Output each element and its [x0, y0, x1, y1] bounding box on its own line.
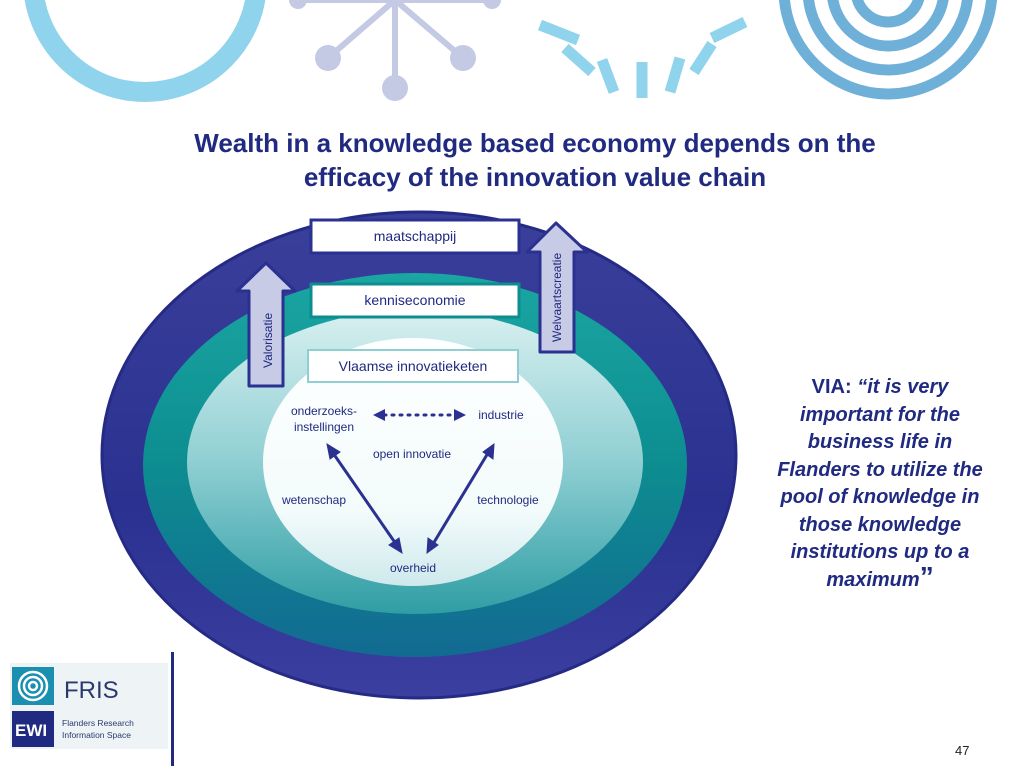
- network-icon: [289, 0, 501, 101]
- via-quote: VIA: “it is very important for the busin…: [768, 374, 992, 594]
- logo-tagline-1: Flanders Research: [62, 718, 134, 728]
- quote-open-mark: “: [857, 376, 868, 398]
- fris-wordmark: FRIS: [64, 677, 119, 704]
- right-double-arrow: [426, 442, 495, 555]
- open-innovatie-label: open innovatie: [373, 447, 451, 461]
- onderzoek-label-2: instellingen: [294, 420, 354, 434]
- technologie-label: technologie: [477, 493, 539, 507]
- ewi-wordmark: EWI: [15, 721, 47, 740]
- fris-ewi-logo: FRIS EWI Flanders Research Information S…: [10, 663, 168, 749]
- spiral-icon: [17, 670, 49, 702]
- quote-prefix: VIA:: [811, 376, 858, 398]
- title-line-2: efficacy of the innovation value chain: [303, 162, 767, 192]
- welvaartscreatie-arrow: Welvaartscreatie: [525, 221, 589, 354]
- vlaamse-box: Vlaamse innovatieketen: [307, 349, 519, 383]
- welvaartscreatie-label: Welvaartscreatie: [550, 253, 564, 342]
- industrie-label: industrie: [478, 408, 524, 422]
- quote-close-mark: ”: [919, 560, 934, 592]
- maatschappij-label: maatschappij: [374, 228, 457, 244]
- quote-text: it is very important for the business li…: [777, 376, 983, 591]
- decorative-ring: [24, 0, 266, 102]
- spiral-icon: [778, 0, 998, 100]
- ewi-logo-mark: [12, 711, 54, 747]
- sunburst-icon: [537, 17, 748, 98]
- wetenschap-label: wetenschap: [281, 493, 346, 507]
- maatschappij-box: maatschappij: [309, 218, 521, 255]
- valorisatie-label: Valorisatie: [261, 313, 275, 368]
- kenniseconomie-box: kenniseconomie: [309, 282, 521, 319]
- onderzoek-label-1: onderzoeks-: [291, 404, 357, 418]
- page-number: 47: [955, 743, 970, 758]
- logo-tagline-2: Information Space: [62, 730, 131, 740]
- left-double-arrow: [326, 442, 403, 555]
- kenniseconomie-label: kenniseconomie: [364, 292, 465, 308]
- slide-title: Wealth in a knowledge based economy depe…: [130, 126, 940, 194]
- footer-divider: [171, 652, 174, 766]
- overheid-label: overheid: [390, 561, 436, 575]
- dotted-double-arrow: [373, 409, 466, 421]
- vlaamse-label: Vlaamse innovatieketen: [339, 358, 488, 374]
- header-decoration: [24, 0, 998, 102]
- valorisatie-arrow: Valorisatie: [235, 261, 297, 388]
- innovation-core-ellipse: [263, 338, 563, 586]
- title-line-1: Wealth in a knowledge based economy depe…: [194, 128, 876, 158]
